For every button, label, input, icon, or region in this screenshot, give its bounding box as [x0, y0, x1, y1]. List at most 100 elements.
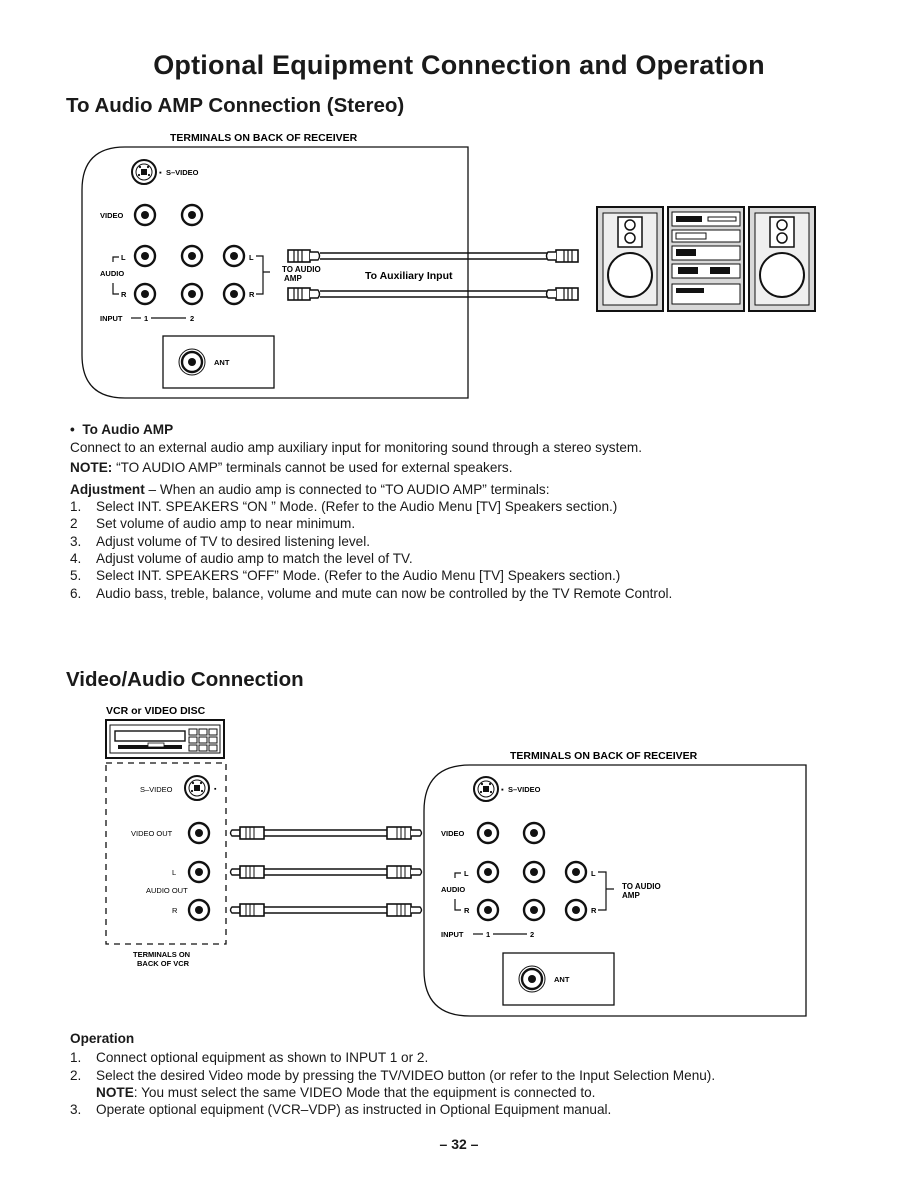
bullet-text: Connect to an external audio amp auxilia… — [70, 440, 643, 456]
adjustment-step-text: Adjust volume of TV to desired listening… — [96, 533, 371, 549]
audio-r-jack-1 — [133, 282, 157, 306]
audio-amp-text: • To Audio AMP Connect to an external au… — [70, 421, 870, 602]
adjustment-step: 4. Adjust volume of audio amp to match th… — [70, 550, 870, 567]
receiver-terminals-caption: TERMINALS ON BACK OF RECEIVER — [170, 132, 358, 144]
input-1-label: 1 — [144, 314, 148, 323]
receiver-ant-jack — [520, 967, 544, 991]
amp-l-label: L — [249, 253, 254, 262]
cable-l-plug-right — [545, 249, 579, 263]
adjustment-step-number: 2 — [70, 516, 78, 532]
vcr-device — [105, 719, 225, 759]
input-2-label: 2 — [190, 314, 194, 323]
adjustment-step: 5. Select INT. SPEAKERS “OFF” Mode. (Refe… — [70, 567, 870, 584]
op-step-2-note-label: NOTE — [96, 1084, 134, 1100]
audio-l-jack-2 — [180, 244, 204, 268]
receiver-video-jack-2 — [522, 821, 546, 845]
receiver-video-jack-1 — [476, 821, 500, 845]
op-step-2-text: Select the desired Video mode by pressin… — [96, 1067, 716, 1083]
receiver-to-audio-amp-1: TO AUDIO — [622, 882, 661, 891]
receiver-l-label: L — [464, 869, 469, 878]
adjustment-step-text: Audio bass, treble, balance, volume and … — [96, 585, 673, 601]
receiver-panel — [81, 146, 469, 399]
amp-r-jack — [222, 282, 246, 306]
amp-l-jack — [222, 244, 246, 268]
section-heading-video-audio: Video/Audio Connection — [66, 668, 304, 691]
adjustment-step-text: Adjust volume of audio amp to match the … — [96, 551, 413, 567]
receiver-input-label: INPUT — [441, 930, 464, 939]
bullet-title: To Audio AMP — [82, 422, 174, 437]
svg-text:▪: ▪ — [214, 786, 217, 793]
video-jack-2 — [180, 203, 204, 227]
receiver-panel-2 — [423, 764, 807, 1017]
receiver-svideo-label: S–VIDEO — [508, 785, 541, 794]
adjustment-step-number: 4. — [70, 551, 82, 567]
svideo-jack — [131, 159, 157, 185]
ant-label: ANT — [214, 358, 230, 367]
note-label: NOTE: — [70, 459, 113, 475]
svg-text:▪: ▪ — [501, 785, 504, 794]
op-step-1-text: Connect optional equipment as shown to I… — [96, 1050, 429, 1066]
vcr-svideo-jack — [184, 775, 210, 801]
adjustment-step-text: Set volume of audio amp to near minimum. — [96, 516, 356, 532]
adjustment-step: 6.Audio bass, treble, balance, volume an… — [70, 585, 870, 602]
vcr-terminals-label-2: BACK OF VCR — [137, 959, 190, 968]
section-heading-audio-amp: To Audio AMP Connection (Stereo) — [66, 94, 405, 117]
vcr-title: VCR or VIDEO DISC — [106, 705, 206, 717]
adjustment-step-number: 5. — [70, 568, 82, 584]
ant-jack — [180, 350, 204, 374]
stereo-system-image — [596, 206, 816, 312]
cable-audio-r — [229, 903, 423, 917]
cable-r-plug-left — [287, 287, 321, 301]
adjustment-step: 1.Select INT. SPEAKERS “ON ” Mode. (Refe… — [70, 498, 870, 515]
op-step-1-num: 1. — [70, 1050, 82, 1066]
audio-l-jack-1 — [133, 244, 157, 268]
cable-video — [229, 826, 423, 840]
audio-label: AUDIO — [100, 269, 124, 278]
svideo-label: S–VIDEO — [166, 168, 199, 177]
op-step-2-note-text: : You must select the same VIDEO Mode th… — [133, 1084, 596, 1100]
input-label: INPUT — [100, 314, 123, 323]
l-label: L — [121, 253, 126, 262]
video-jack-1 — [133, 203, 157, 227]
vcr-r-label: R — [172, 906, 178, 915]
video-audio-diagram: VCR or VIDEO DISC S–VIDEO ▪ VIDEO OUT L … — [105, 705, 807, 1017]
receiver-input-2: 2 — [530, 930, 534, 939]
vcr-terminal-box — [105, 762, 227, 945]
receiver-video-label: VIDEO — [441, 829, 465, 838]
op-step-3-text: Operate optional equipment (VCR–VDP) as … — [96, 1102, 612, 1118]
page-title: Optional Equipment Connection and Operat… — [153, 50, 765, 80]
vcr-l-label: L — [172, 868, 176, 877]
op-step-3-num: 3. — [70, 1102, 82, 1118]
receiver-amp-l-jack — [564, 860, 588, 884]
adjustment-step-number: 1. — [70, 499, 82, 515]
receiver-ant-label: ANT — [554, 975, 570, 984]
receiver-svideo-jack — [473, 776, 499, 802]
aux-input-label: To Auxiliary Input — [365, 270, 453, 282]
operation-label: Operation — [70, 1031, 135, 1046]
receiver-audio-r-jack-2 — [522, 898, 546, 922]
adjustment-step: 3. Adjust volume of TV to desired listeni… — [70, 533, 870, 550]
cable-audio-l — [229, 865, 423, 879]
vcr-audio-out-label: AUDIO OUT — [146, 886, 188, 895]
operation-text: Operation 1. Connect optional equipment a… — [70, 1030, 870, 1118]
vcr-terminals-label-1: TERMINALS ON — [133, 950, 190, 959]
adjustment-step: 2 Set volume of audio amp to near minimum… — [70, 515, 870, 532]
vcr-audio-r-jack — [187, 898, 211, 922]
to-audio-amp-label-1: TO AUDIO — [282, 265, 321, 274]
svg-text:▪: ▪ — [159, 168, 162, 177]
receiver-amp-r-label: R — [591, 906, 597, 915]
receiver-amp-l-label: L — [591, 869, 596, 878]
receiver-input-1: 1 — [486, 930, 490, 939]
vcr-video-out-label: VIDEO OUT — [131, 829, 173, 838]
vcr-audio-l-jack — [187, 860, 211, 884]
amp-r-label: R — [249, 290, 255, 299]
page-number: – 32 – — [439, 1136, 479, 1152]
bullet-dot: • — [70, 422, 83, 437]
adjustment-text: – When an audio amp is connected to “TO … — [148, 481, 550, 497]
adjustment-step-text: Select INT. SPEAKERS “OFF” Mode. (Refer … — [96, 568, 621, 584]
to-audio-amp-label-2: AMP — [284, 274, 302, 283]
adjustment-label: Adjustment — [70, 481, 145, 497]
cable-r-plug-right — [545, 287, 579, 301]
adjustment-step-number: 3. — [70, 533, 82, 549]
audio-amp-diagram: TERMINALS ON BACK OF RECEIVER ▪ S–VIDEO … — [81, 132, 816, 399]
